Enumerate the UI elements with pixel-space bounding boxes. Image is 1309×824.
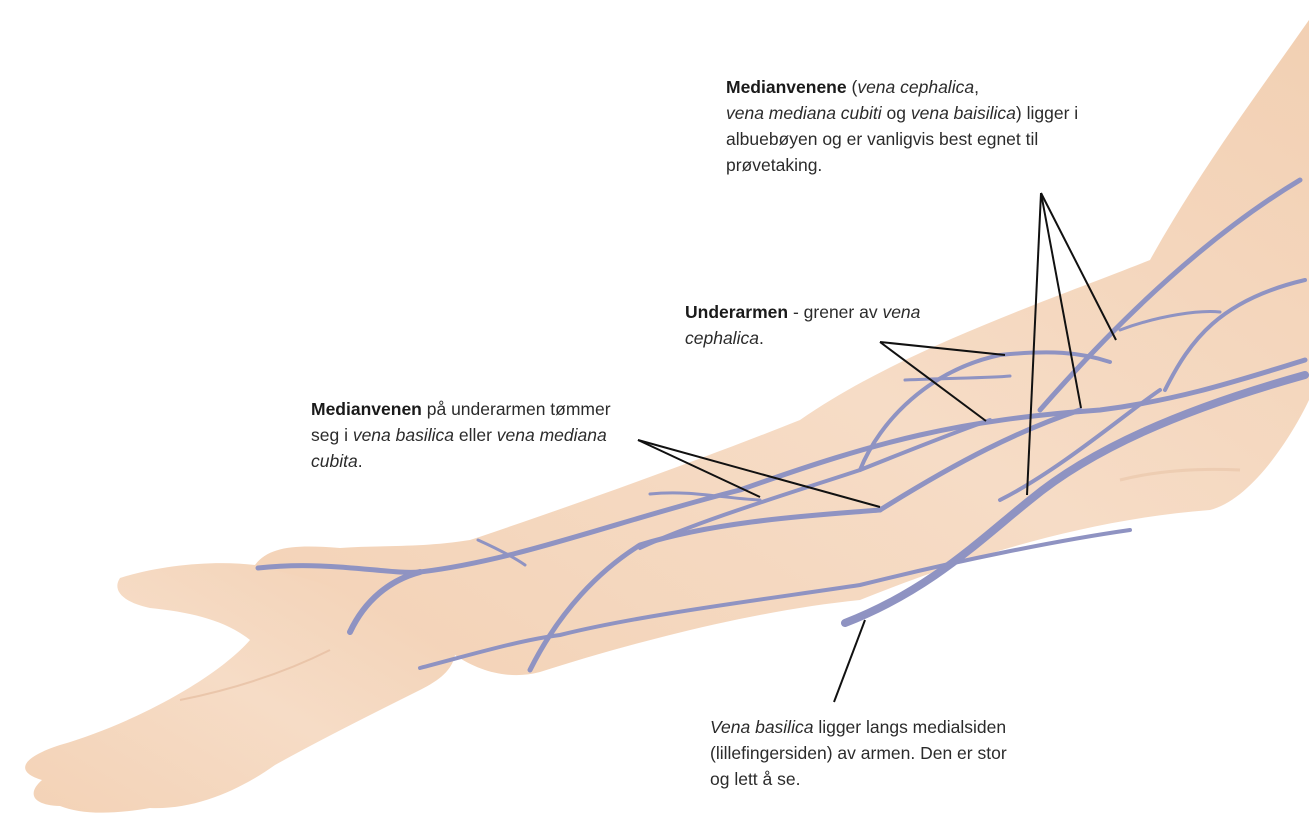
label-forearm-branches: Underarmen - grener av vena cephalica. xyxy=(685,299,945,351)
label-median-veins: Medianvenene (vena cephalica, vena media… xyxy=(726,74,1106,178)
label-forearm-median-vein: Medianvenen på underarmen tømmer seg i v… xyxy=(311,396,641,474)
label-vena-basilica: Vena basilica ligger langs medialsiden (… xyxy=(710,714,1010,792)
leader-basilica xyxy=(834,620,865,702)
arm xyxy=(25,20,1309,813)
